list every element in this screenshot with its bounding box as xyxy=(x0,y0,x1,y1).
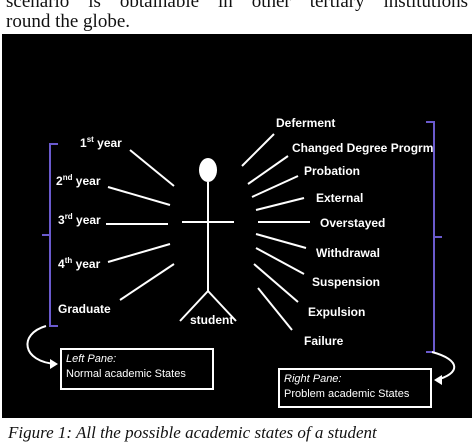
right-label-expulsion: Expulsion xyxy=(308,305,366,319)
right-ray-3 xyxy=(251,175,299,198)
left-pane-title: Left Pane: xyxy=(66,353,117,365)
left-pane-box: Left Pane: Normal academic States xyxy=(60,348,214,390)
right-label-overstayed: Overstayed xyxy=(320,216,386,230)
left-pane-arrowhead xyxy=(50,359,58,369)
right-pane-box: Right Pane: Problem academic States xyxy=(278,368,432,408)
left-ray-2 xyxy=(107,186,171,206)
left-ray-5 xyxy=(119,263,175,301)
right-label-withdrawal: Withdrawal xyxy=(316,246,380,260)
left-bracket xyxy=(42,143,58,327)
stick-figure-head xyxy=(199,158,217,182)
right-pane-text: Problem academic States xyxy=(284,388,410,400)
right-label-changed-degree: Changed Degree Progrm xyxy=(292,141,434,155)
right-label-external: External xyxy=(316,191,364,205)
academic-states-figure: 1st year 2nd year 3rd year 4th year Grad… xyxy=(2,34,472,418)
right-label-probation: Probation xyxy=(304,164,360,178)
right-label-suspension: Suspension xyxy=(312,275,381,289)
left-ray-4 xyxy=(107,243,171,263)
right-ray-2 xyxy=(247,155,289,185)
left-label-1st-year: 1st year xyxy=(80,135,122,151)
left-ray-1 xyxy=(129,149,175,187)
center-label-student: student xyxy=(190,313,234,327)
right-ray-8 xyxy=(253,263,299,303)
right-label-deferment: Deferment xyxy=(276,116,336,130)
right-pane-arrowhead xyxy=(434,375,442,385)
right-ray-6 xyxy=(255,233,307,249)
stick-figure-right-leg xyxy=(207,290,237,322)
left-pane-arrow xyxy=(26,325,57,365)
body-text-line-1: scenario is obtainable in other tertiary… xyxy=(6,0,468,12)
right-ray-1 xyxy=(241,133,275,167)
left-pane-text: Normal academic States xyxy=(66,368,186,380)
right-ray-9 xyxy=(257,287,293,331)
right-pane-title: Right Pane: xyxy=(284,373,342,385)
right-bracket xyxy=(426,121,442,353)
figure-drawing xyxy=(26,121,456,385)
body-text-line-2: round the globe. xyxy=(6,11,131,32)
left-label-2nd-year: 2nd year xyxy=(56,173,101,189)
stick-figure-left-leg xyxy=(179,290,209,322)
right-pane-arrow xyxy=(431,351,456,381)
right-label-failure: Failure xyxy=(304,334,344,348)
right-ray-7 xyxy=(255,247,305,275)
right-ray-4 xyxy=(255,197,305,211)
left-label-graduate: Graduate xyxy=(58,302,111,316)
figure-caption: Figure 1: All the possible academic stat… xyxy=(8,423,377,442)
left-label-4th-year: 4th year xyxy=(58,256,101,272)
left-label-3rd-year: 3rd year xyxy=(58,212,101,228)
